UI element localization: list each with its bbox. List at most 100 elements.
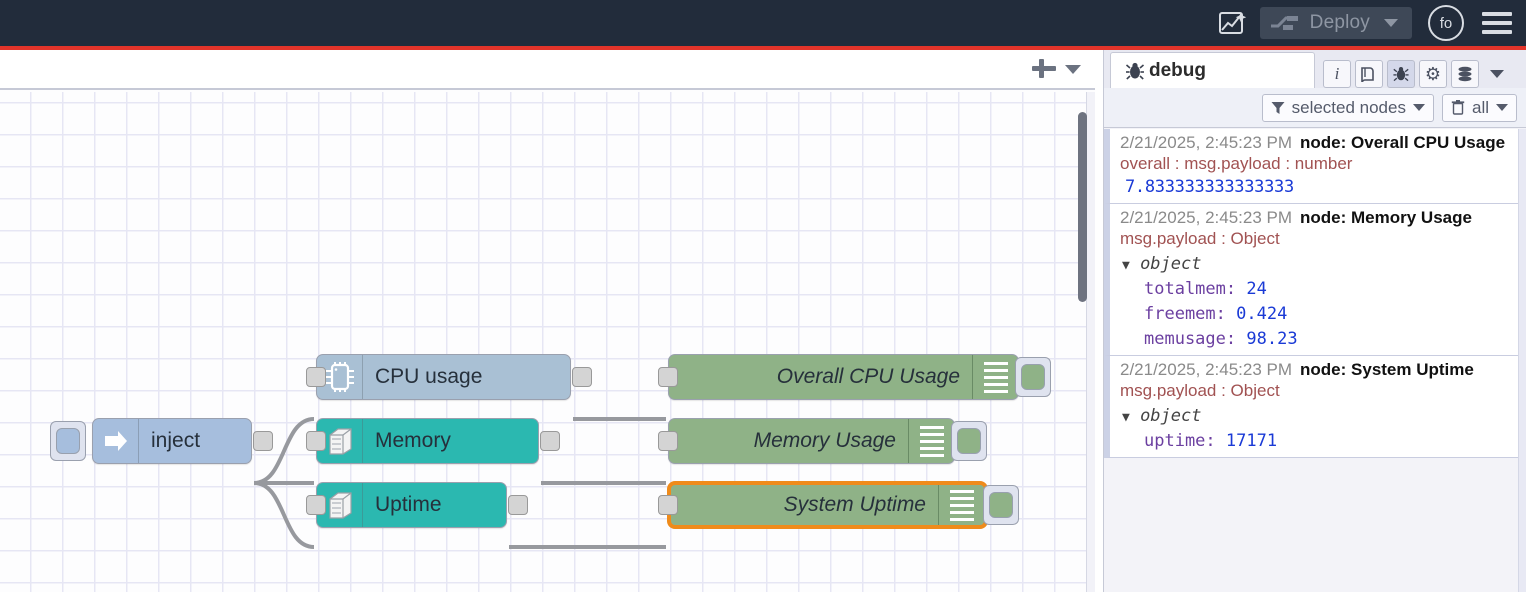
sidebar-more-icon[interactable] [1490, 70, 1504, 78]
flow-node-dbg-upt[interactable]: System Uptime [668, 482, 987, 528]
input-port-memory[interactable] [306, 431, 326, 451]
app-header: Deploy fo [0, 0, 1526, 46]
inject-trigger-button[interactable] [50, 421, 86, 461]
deploy-button[interactable]: Deploy [1259, 7, 1412, 39]
user-avatar[interactable]: fo [1428, 5, 1464, 41]
input-port-uptime[interactable] [306, 495, 326, 515]
property-key: memusage: [1144, 329, 1237, 349]
flow-tab-list-icon[interactable] [1065, 64, 1081, 74]
deploy-label: Deploy [1309, 12, 1370, 33]
debug-property: uptime: 17171 [1120, 431, 1526, 451]
output-port-uptime[interactable] [508, 495, 528, 515]
property-value: 98.23 [1246, 329, 1298, 349]
debug-sidebar: debug i [1103, 50, 1526, 592]
filter-nodes-button[interactable]: selected nodes [1261, 93, 1434, 122]
trash-icon [1451, 100, 1465, 115]
canvas-scrollbar-thumb[interactable] [1078, 112, 1087, 302]
sidebar-icon-buttons: i [1323, 60, 1504, 88]
debug-property: totalmem: 24 [1120, 279, 1526, 299]
debug-scrollbar-track[interactable] [1518, 129, 1526, 592]
flow-sparkle-icon[interactable] [1212, 6, 1254, 40]
flow-node-memory[interactable]: Memory [316, 418, 539, 464]
bug-icon [1125, 62, 1145, 80]
header-accent-line [0, 46, 1526, 50]
object-expand-toggle[interactable]: ▼ object [1122, 406, 1202, 426]
tab-debug-label: debug [1149, 59, 1206, 81]
input-port-dbg-cpu[interactable] [658, 367, 678, 387]
node-icon [317, 483, 363, 527]
stack-icon[interactable] [1451, 60, 1479, 88]
debug-node-name: node: Overall CPU Usage [1300, 133, 1506, 152]
node-icon [93, 419, 139, 463]
deploy-dropdown-caret[interactable] [1384, 19, 1398, 27]
debug-property: memusage: 98.23 [1120, 329, 1526, 349]
flow-node-dbg-cpu[interactable]: Overall CPU Usage [668, 354, 1019, 400]
info-icon[interactable]: i [1323, 60, 1351, 88]
debug-node-name: node: System Uptime [1300, 360, 1474, 379]
cpu-chip-icon [325, 362, 354, 392]
output-port-cpu[interactable] [572, 367, 592, 387]
flow-node-cpu[interactable]: CPU usage [316, 354, 571, 400]
clear-log-label: all [1471, 97, 1489, 117]
node-button-knob [56, 428, 80, 454]
flow-tab-bar [0, 50, 1095, 90]
node-icon [317, 419, 363, 463]
input-port-dbg-upt[interactable] [658, 495, 678, 515]
output-port-inject[interactable] [253, 431, 273, 451]
clear-log-button[interactable]: all [1441, 93, 1517, 122]
node-label: System Uptime [783, 493, 926, 516]
filter-caret-icon [1412, 104, 1425, 111]
hamburger-menu-icon[interactable] [1482, 12, 1512, 34]
flow-node-dbg-mem[interactable]: Memory Usage [668, 418, 955, 464]
node-label: Memory Usage [753, 429, 896, 452]
debug-topic: msg.payload : Object [1120, 381, 1280, 400]
filter-icon [1271, 101, 1285, 114]
sidebar-tab-row: debug i [1104, 50, 1526, 88]
node-icon [317, 355, 363, 399]
input-port-dbg-mem[interactable] [658, 431, 678, 451]
debug-toggle-button-dbg-cpu[interactable] [1015, 357, 1051, 397]
filter-nodes-label: selected nodes [1291, 97, 1406, 117]
bug-icon[interactable] [1387, 60, 1415, 88]
debug-topic: msg.payload : Object [1120, 229, 1280, 248]
debug-toggle-button-dbg-upt[interactable] [983, 485, 1019, 525]
output-port-memory[interactable] [540, 431, 560, 451]
node-button-knob [1021, 364, 1045, 390]
property-value: 0.424 [1236, 304, 1288, 324]
debug-toggle-button-dbg-mem[interactable] [951, 421, 987, 461]
flow-node-inject[interactable]: inject [92, 418, 252, 464]
flow-wires [253, 417, 666, 549]
server-icon [328, 492, 352, 519]
object-expand-toggle[interactable]: ▼ object [1122, 254, 1202, 274]
canvas-scrollbar-track[interactable] [1086, 92, 1095, 592]
book-icon[interactable] [1355, 60, 1383, 88]
debug-property: freemem: 0.424 [1120, 304, 1526, 324]
debug-node-name: node: Memory Usage [1300, 208, 1472, 227]
deploy-icon [1270, 16, 1298, 30]
input-port-cpu[interactable] [306, 367, 326, 387]
property-value: 17171 [1225, 431, 1278, 451]
node-label: CPU usage [375, 365, 483, 388]
tab-debug[interactable]: debug [1110, 52, 1315, 88]
debug-value: 7.833333333333333 [1125, 177, 1294, 197]
clear-caret-icon [1496, 104, 1508, 111]
debug-lines-icon [908, 419, 954, 463]
gear-icon[interactable]: ⚙ [1419, 60, 1447, 88]
node-label: Memory [375, 429, 451, 452]
property-key: freemem: [1144, 304, 1226, 324]
debug-toolbar: selected nodes all [1104, 88, 1526, 128]
add-flow-tab-button[interactable] [1029, 54, 1059, 84]
server-icon [328, 428, 352, 455]
node-button-knob [957, 428, 981, 454]
flow-node-uptime[interactable]: Uptime [316, 482, 507, 528]
